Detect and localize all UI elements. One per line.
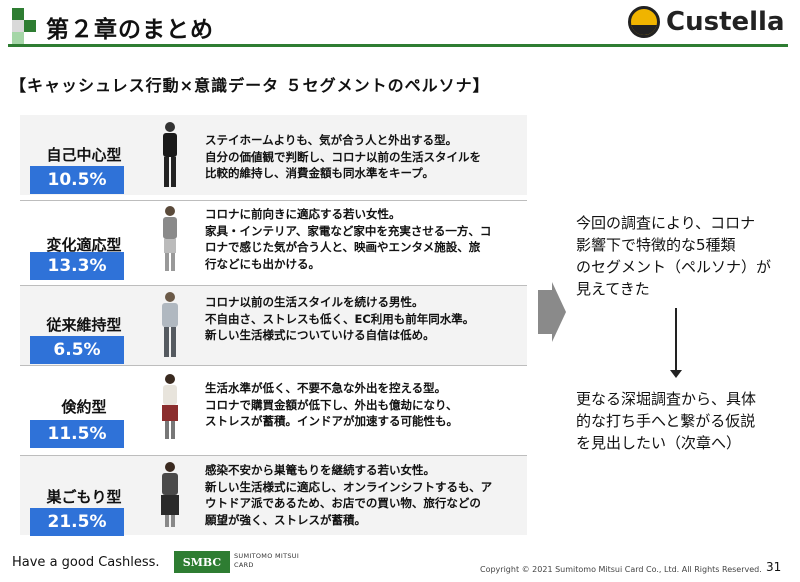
page-title: 第２章のまとめ bbox=[46, 17, 214, 43]
segment-description: 生活水準が低く、不要不急な外出を控える型。 コロナで購買金額が低下し、外出も億劫… bbox=[205, 381, 458, 428]
custella-logo: Custella bbox=[628, 6, 785, 38]
title-divider bbox=[8, 44, 788, 47]
corner-square-green bbox=[24, 20, 36, 32]
logo-mark-icon bbox=[628, 6, 660, 38]
segment-name: 自己中心型 bbox=[46, 146, 122, 164]
persona-figure-icon bbox=[161, 462, 179, 527]
segment-description: コロナに前向きに適応する若い女性。 家具・インテリア、家電など家中を充実させる一… bbox=[205, 207, 492, 271]
section-subtitle: 【キャッシュレス行動×意識データ ５セグメントのペルソナ】 bbox=[10, 76, 490, 95]
segment-name: 変化適応型 bbox=[46, 236, 122, 254]
segment-name: 倹約型 bbox=[61, 398, 107, 416]
down-arrow-icon bbox=[670, 370, 682, 378]
persona-figure-icon bbox=[163, 206, 177, 271]
segment-percent-badge: 10.5% bbox=[30, 166, 124, 194]
smbc-card-text: SUMITOMO MITSUI CARD bbox=[234, 552, 300, 569]
segment-name: 従来維持型 bbox=[46, 316, 122, 334]
row-divider bbox=[20, 285, 527, 286]
corner-square-gray bbox=[12, 20, 24, 32]
persona-figure-icon bbox=[162, 292, 178, 357]
footer-tagline: Have a good Cashless. bbox=[12, 555, 160, 570]
segment-percent-badge: 11.5% bbox=[30, 420, 124, 448]
row-divider bbox=[20, 365, 527, 366]
row-divider bbox=[20, 200, 527, 201]
corner-square-green bbox=[12, 8, 24, 20]
persona-figure-icon bbox=[162, 374, 178, 439]
corner-square-light bbox=[12, 32, 24, 44]
segment-description: コロナ以前の生活スタイルを続ける男性。 不自由さ、ストレスも低く、EC利用も前年… bbox=[205, 295, 475, 342]
down-arrow-line bbox=[675, 308, 677, 374]
conclusion-bottom-text: 更なる深堀調査から、具体 的な打ち手へと繋がる仮説 を見出したい（次章へ） bbox=[576, 390, 757, 452]
page-number: 31 bbox=[766, 560, 782, 574]
smbc-logo: SMBC bbox=[174, 551, 230, 573]
segment-name: 巣ごもり型 bbox=[46, 488, 122, 506]
conclusion-top-text: 今回の調査により、コロナ 影響下で特徴的な5種類 のセグメント（ペルソナ）が 見… bbox=[576, 214, 772, 298]
right-arrow-icon bbox=[538, 282, 566, 342]
logo-text: Custella bbox=[666, 7, 785, 37]
row-divider bbox=[20, 455, 527, 456]
copyright-text: Copyright © 2021 Sumitomo Mitsui Card Co… bbox=[480, 565, 762, 574]
segment-percent-badge: 21.5% bbox=[30, 508, 124, 536]
segment-description: 感染不安から巣篭もりを継続する若い女性。 新しい生活様式に適応し、オンラインシフ… bbox=[205, 463, 493, 527]
segment-percent-badge: 6.5% bbox=[30, 336, 124, 364]
segment-percent-badge: 13.3% bbox=[30, 252, 124, 280]
persona-figure-icon bbox=[163, 122, 177, 187]
segment-description: ステイホームよりも、気が合う人と外出する型。 自分の価値観で判断し、コロナ以前の… bbox=[205, 133, 481, 180]
